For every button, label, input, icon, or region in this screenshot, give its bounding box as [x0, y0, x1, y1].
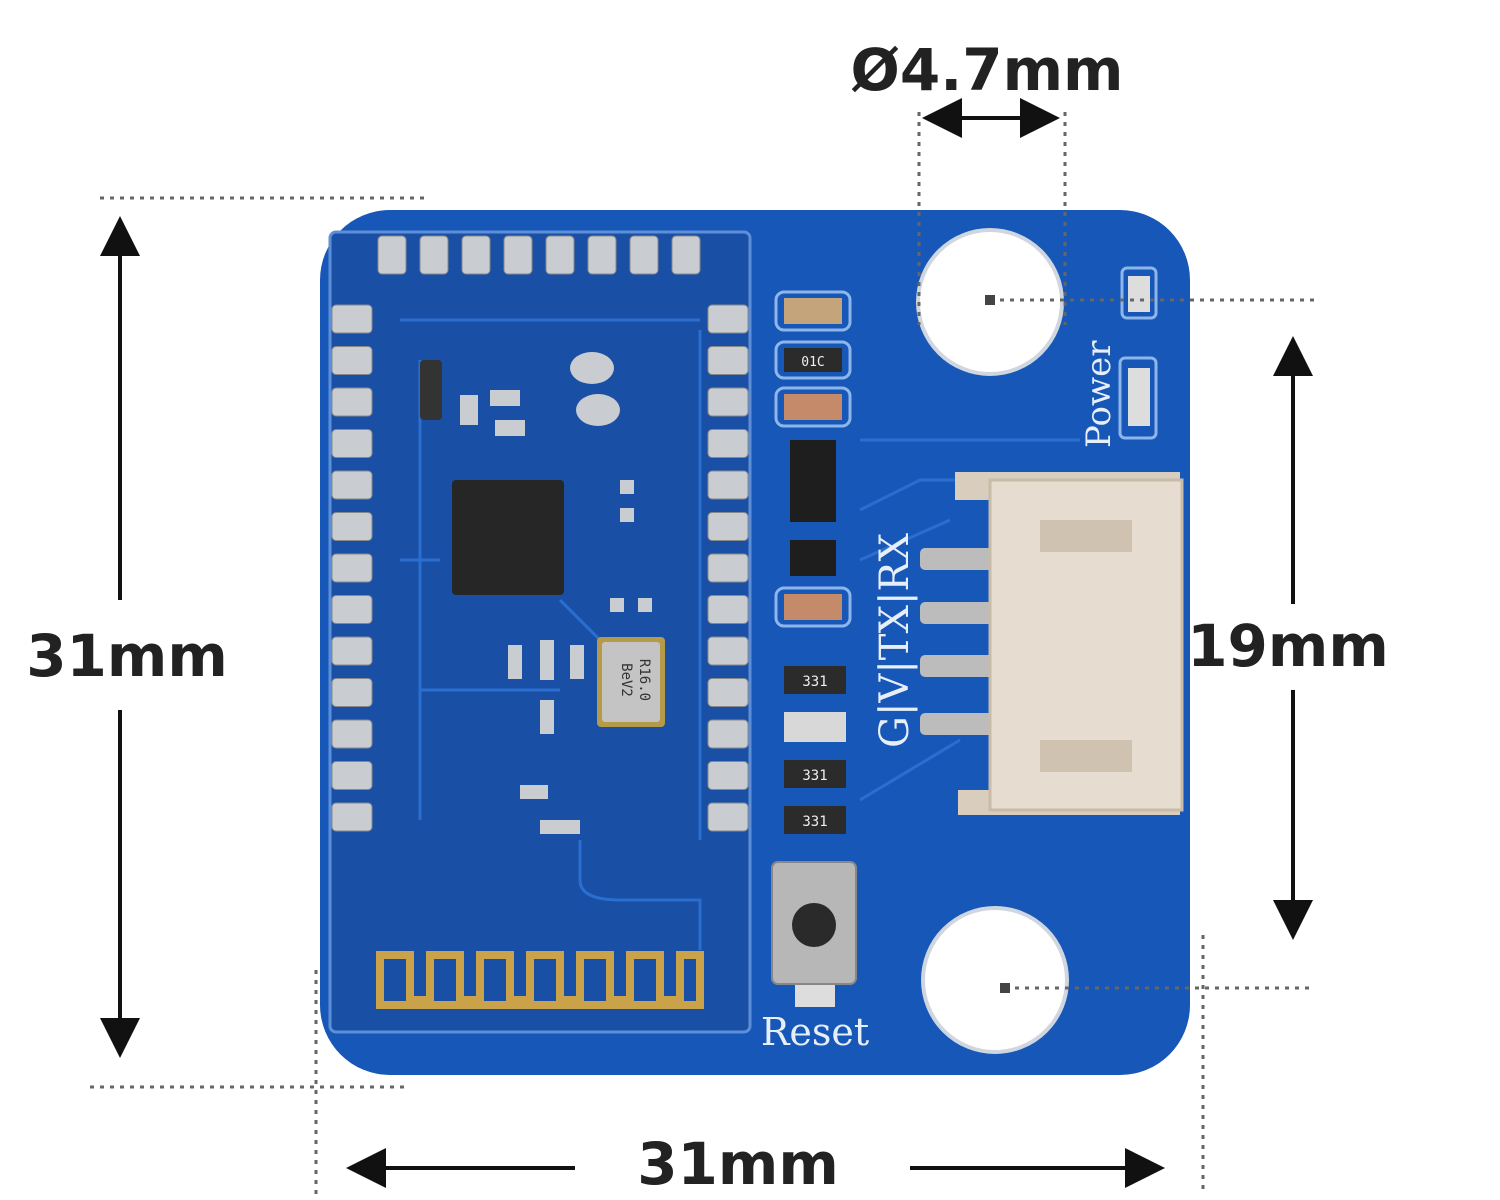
pcb-board: R16.0 BeV2 01C 3	[320, 210, 1190, 1075]
module-pad	[331, 636, 373, 666]
module-pad	[707, 346, 749, 375]
svg-text:01C: 01C	[801, 355, 824, 370]
module-pad	[331, 802, 373, 832]
module-pad	[331, 719, 373, 749]
svg-text:331: 331	[802, 674, 827, 690]
svg-text:331: 331	[802, 814, 827, 830]
module-side-pads	[331, 304, 749, 832]
reset-button	[771, 861, 857, 1007]
power-label: Power	[1079, 340, 1119, 448]
module-pad	[707, 304, 749, 334]
bluetooth-chip	[452, 480, 564, 595]
module-pad	[331, 553, 373, 583]
crystal: R16.0 BeV2	[597, 637, 665, 727]
module-pad	[707, 719, 749, 749]
dimension-lines	[90, 98, 1315, 1200]
module-pad	[707, 802, 749, 832]
module-pad	[331, 346, 373, 375]
module-pad	[707, 470, 749, 500]
module-pad	[331, 678, 373, 707]
reset-label: Reset	[761, 1010, 869, 1054]
hole-spacing-label: 19mm	[1187, 612, 1389, 680]
svg-text:BeV2: BeV2	[618, 663, 634, 697]
module-top-pads	[377, 235, 701, 275]
module-pad	[707, 636, 749, 666]
module-pad	[707, 553, 749, 583]
module-pad	[331, 761, 373, 790]
svg-text:R16.0: R16.0	[636, 659, 652, 701]
height-label: 31mm	[26, 622, 228, 690]
jst-connector	[920, 472, 1184, 815]
passive-components: 01C 331 331 331	[774, 290, 852, 834]
module-pad	[331, 470, 373, 500]
svg-text:331: 331	[802, 768, 827, 784]
module-pad	[331, 387, 373, 417]
module-pad	[707, 387, 749, 417]
module-pad	[707, 761, 749, 790]
hole-diameter-label: Ø4.7mm	[851, 36, 1124, 104]
pin-labels: G|V|TX|RX	[872, 532, 918, 748]
pcb-antenna	[376, 951, 704, 1009]
module-pad	[331, 304, 373, 334]
mounting-hole-bottom	[921, 906, 1069, 1054]
module-pad	[707, 678, 749, 707]
module-pad	[707, 512, 749, 541]
module-pad	[331, 512, 373, 541]
module-pad	[331, 429, 373, 458]
module-pad	[707, 429, 749, 458]
width-label: 31mm	[637, 1130, 839, 1198]
module-pad	[331, 595, 373, 624]
module-pad	[707, 595, 749, 624]
